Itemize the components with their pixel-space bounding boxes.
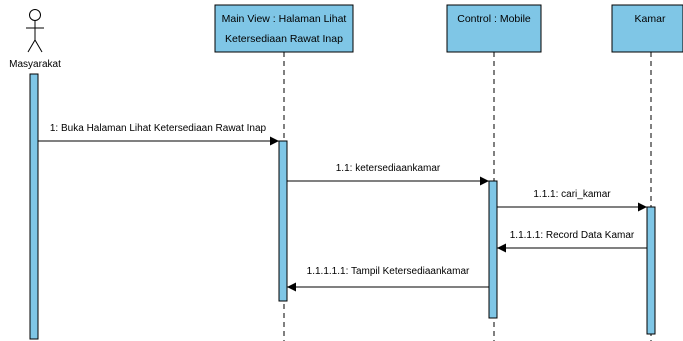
message-label: 1: Buka Halaman Lihat Ketersediaan Rawat… [50, 123, 267, 134]
message-label: 1.1.1.1.1: Tampil Ketersediaankamar [307, 266, 470, 277]
message-1-1-1: 1.1.1: cari_kamar [497, 189, 647, 212]
message-label: 1.1: ketersediaankamar [336, 163, 441, 174]
lifeline-name-line2: Ketersediaan Rawat Inap [225, 33, 343, 45]
stick-figure-actor-icon [26, 9, 44, 53]
message-1-1-1-1-1: 1.1.1.1.1: Tampil Ketersediaankamar [287, 266, 489, 292]
activation-bar-control-mobile [488, 180, 498, 319]
message-1: 1: Buka Halaman Lihat Ketersediaan Rawat… [38, 123, 279, 146]
message-1-1-1-1: 1.1.1.1: Record Data Kamar [497, 230, 647, 253]
lifeline-name: Kamar [635, 13, 666, 25]
activation-bar-main-view [278, 140, 288, 302]
message-1-1: 1.1: ketersediaankamar [287, 163, 489, 186]
message-label: 1.1.1: cari_kamar [533, 189, 611, 200]
message-label: 1.1.1.1: Record Data Kamar [510, 230, 635, 241]
actor-name: Masyarakat [9, 59, 61, 70]
lifeline-name-line1: Main View : Halaman Lihat [222, 13, 347, 25]
lifeline-head-kamar: Kamar [611, 4, 683, 53]
activation-bar-kamar [646, 206, 656, 335]
lifeline-name: Control : Mobile [457, 13, 531, 25]
activation-bar-actor [29, 73, 39, 340]
lifeline-head-main-view: Main View : Halaman Lihat Ketersediaan R… [214, 4, 354, 53]
actor-masyarakat: Masyarakat [9, 9, 61, 70]
lifeline-head-control-mobile: Control : Mobile [446, 4, 542, 53]
